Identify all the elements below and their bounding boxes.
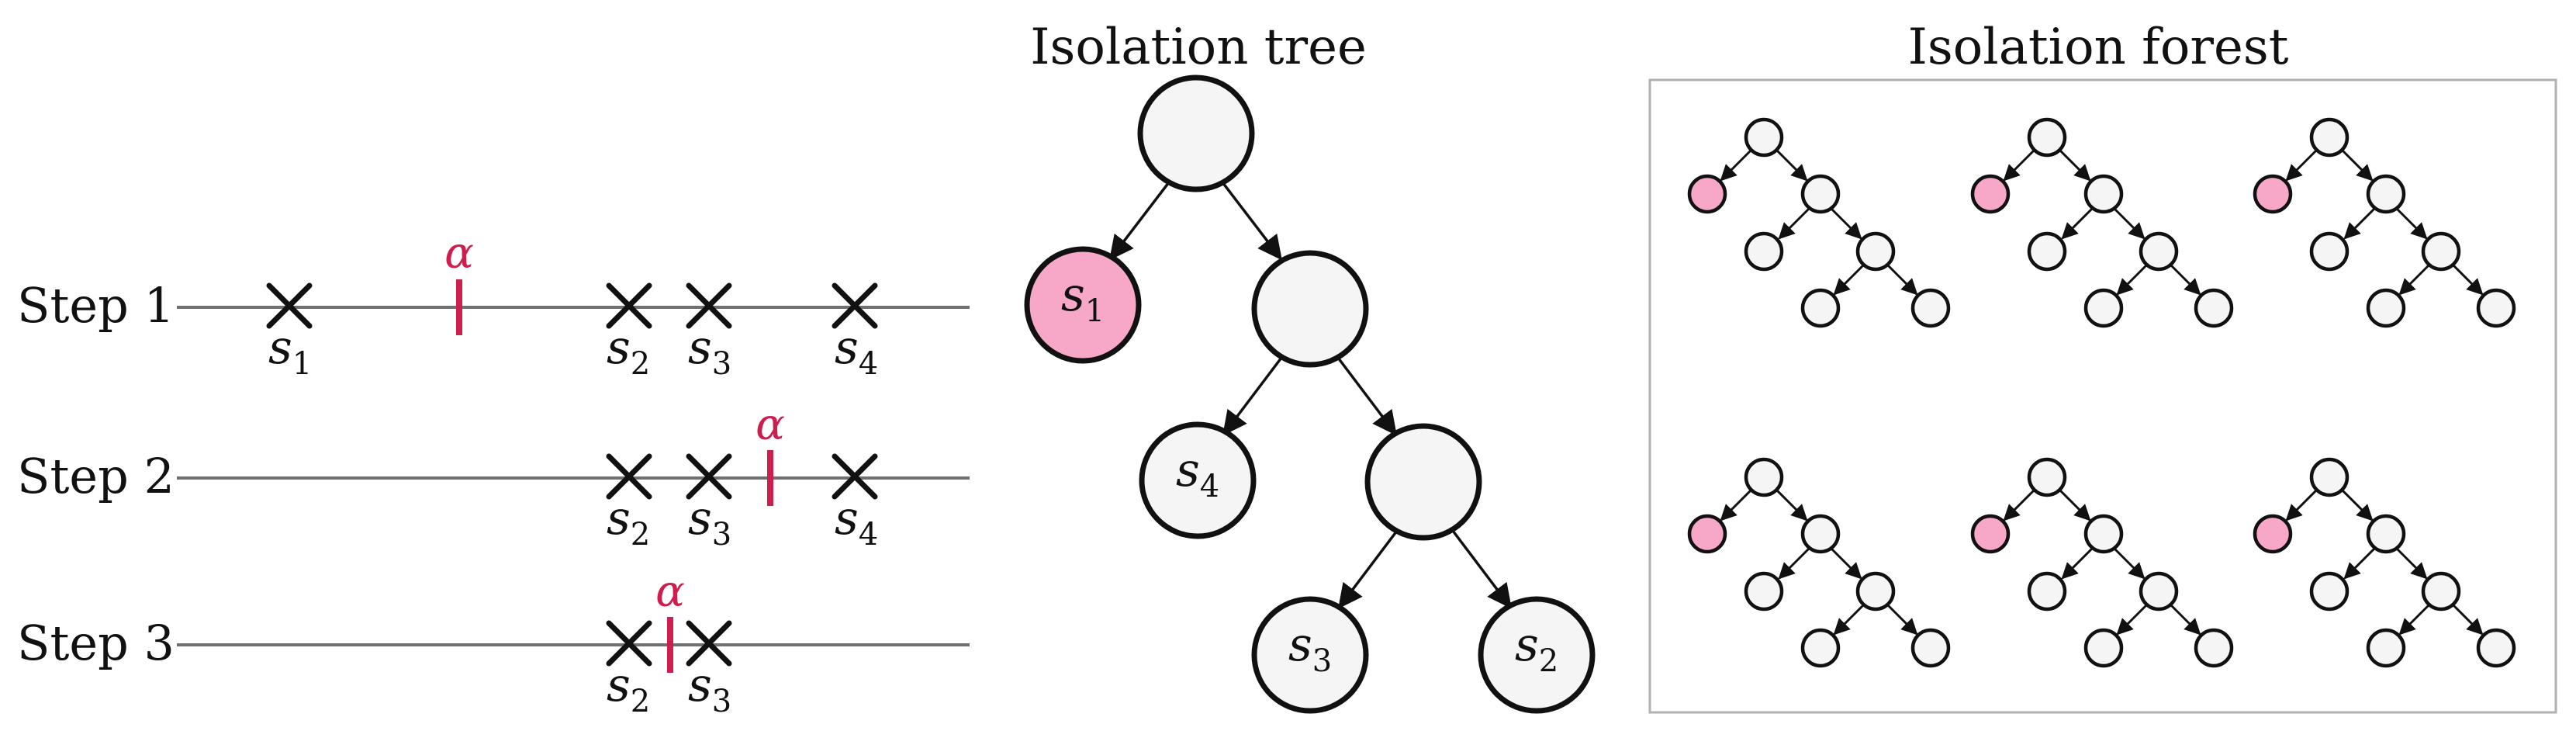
point-label-s3: s3	[688, 320, 731, 382]
tree-edge	[1222, 353, 1285, 436]
isolation-forest-panel: Isolation forest	[1648, 19, 2557, 714]
point-s3-marker	[686, 282, 732, 329]
tree-leaf-s2	[1478, 596, 1596, 714]
split-steps-panel: Step 1 α s1 s2 s3 s4 Step 2	[17, 228, 970, 719]
isolation-tree-title: Isolation tree	[1030, 19, 1367, 76]
point-label-s2: s2	[607, 320, 650, 382]
isolation-forest-title: Isolation forest	[1908, 19, 2289, 76]
forest-tree-1	[1689, 120, 1948, 326]
alpha-label: α	[444, 228, 474, 279]
point-label-s1: s1	[268, 320, 312, 382]
point-label-s4: s4	[835, 491, 878, 553]
tree-internal-node	[1364, 423, 1482, 541]
point-label-s3: s3	[688, 491, 731, 553]
alpha-label: α	[655, 566, 685, 617]
point-s2-marker	[606, 282, 652, 329]
tree-node-label-s4: s4	[1176, 443, 1219, 504]
tree-leaf-s4	[1139, 421, 1257, 539]
point-s4-marker	[832, 453, 878, 500]
tree-root-node	[1137, 74, 1255, 192]
point-s4-marker	[832, 282, 878, 329]
tree-internal-node	[1251, 250, 1369, 368]
tree-edge	[1334, 353, 1397, 436]
point-label-s2: s2	[607, 491, 650, 553]
tree-node-label-s2: s2	[1515, 618, 1558, 679]
forest-tree-4	[1689, 459, 1948, 666]
forest-tree-5	[1973, 459, 2232, 666]
point-label-s2: s2	[607, 658, 650, 719]
isolation-tree-panel: Isolation tree s1 s4 s3 s2	[1024, 19, 1596, 714]
tree-edge	[1338, 526, 1401, 609]
tree-leaf-s3	[1251, 596, 1369, 714]
tree-node-label-s3: s3	[1288, 618, 1332, 679]
point-label-s3: s3	[688, 658, 731, 719]
forest-tree-3	[2255, 120, 2514, 326]
alpha-label: α	[756, 400, 785, 450]
point-s1-marker	[266, 282, 313, 329]
tree-leaf-s1-anomaly	[1024, 246, 1142, 364]
tree-edge	[1109, 178, 1173, 261]
point-label-s4: s4	[835, 320, 878, 382]
point-s3-marker	[686, 620, 732, 667]
forest-frame	[1648, 78, 2557, 714]
tree-edge	[1449, 526, 1512, 609]
point-s2-marker	[606, 453, 652, 500]
step-3-row: Step 3 α s2 s3	[17, 566, 970, 719]
step-1-label: Step 1	[17, 277, 175, 334]
step-2-row: Step 2 α s2 s3 s4	[17, 400, 970, 553]
step-1-row: Step 1 α s1 s2 s3 s4	[17, 228, 970, 382]
step-3-label: Step 3	[17, 615, 175, 671]
point-s3-marker	[686, 453, 732, 500]
tree-node-label-s1: s1	[1061, 268, 1105, 329]
forest-tree-2	[1973, 120, 2232, 326]
step-2-label: Step 2	[17, 448, 175, 504]
point-s2-marker	[606, 620, 652, 667]
forest-tree-6	[2255, 459, 2514, 666]
tree-edge	[1219, 178, 1282, 261]
